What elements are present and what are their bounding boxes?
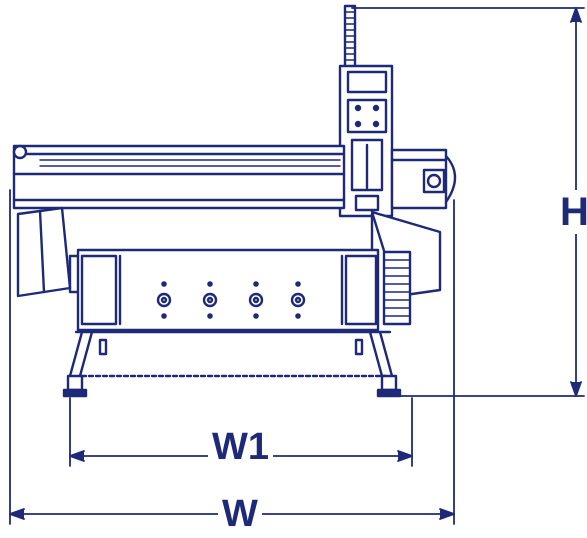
z-axis-column bbox=[338, 4, 394, 218]
gantry-beam bbox=[12, 144, 457, 210]
machine-table bbox=[76, 248, 380, 332]
dimension-label-w1: W1 bbox=[208, 428, 273, 466]
left-gantry-side bbox=[16, 206, 88, 298]
dimension-label-h: H bbox=[560, 190, 587, 234]
dimension-label-w: W bbox=[218, 495, 262, 533]
right-gantry-side bbox=[370, 210, 442, 332]
base-frame bbox=[62, 330, 402, 398]
